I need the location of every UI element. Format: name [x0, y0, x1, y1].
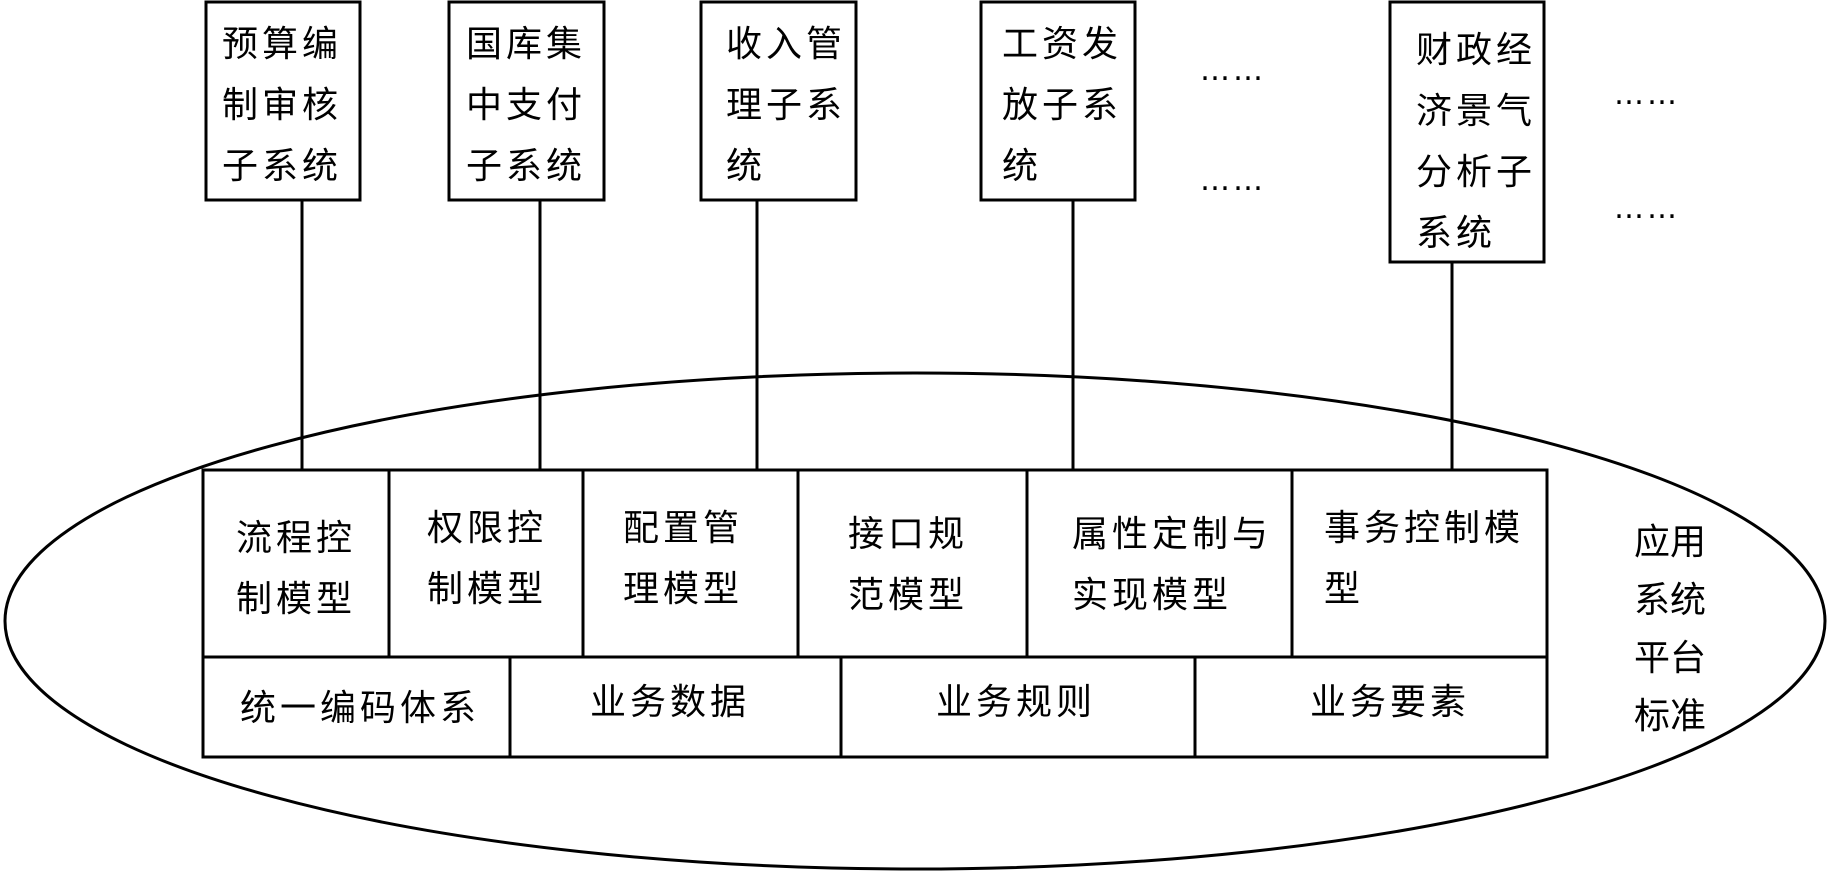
model-label-permission: 权限控 制模型 [427, 508, 548, 610]
ellipsis-mark: …… [1614, 191, 1680, 226]
platform-ellipse [3, 371, 1827, 871]
subsystem-box-revenue [699, 0, 858, 202]
model-label-configuration: 配置管 理模型 [623, 508, 744, 610]
foundation-label-rules: 业务规则 [936, 682, 1097, 723]
subsystem-box-economy [1388, 0, 1546, 264]
model-label-workflow: 流程控 制模型 [236, 518, 357, 620]
model-label-interface: 接口规 范模型 [848, 514, 969, 616]
foundation-label-data: 业务数据 [590, 682, 751, 723]
subsystem-label-salary: 工资发 放子系 统 [1002, 24, 1123, 187]
foundation-row-frame [201, 655, 1549, 759]
subsystem-box-treasury [447, 0, 606, 202]
ellipsis-mark: …… [1200, 53, 1266, 88]
platform-standard-label: 应用 系统 平台 标准 [1634, 522, 1707, 737]
subsystem-label-revenue: 收入管 理子系 统 [726, 24, 847, 187]
model-row-frame [201, 468, 1549, 659]
foundation-label-elements: 业务要素 [1310, 682, 1471, 723]
subsystem-label-budget: 预算编 制审核 子系统 [222, 24, 343, 187]
subsystem-box-budget [204, 0, 362, 202]
foundation-label-coding: 统一编码体系 [240, 688, 481, 729]
model-label-transaction: 事务控制模 型 [1324, 508, 1525, 610]
model-label-attribute: 属性定制与 实现模型 [1072, 514, 1273, 616]
ellipsis-mark: …… [1614, 77, 1680, 112]
subsystem-label-economy: 财政经 济景气 分析子 系统 [1416, 30, 1537, 254]
subsystem-label-treasury: 国库集 中支付 子系统 [466, 24, 587, 187]
ellipsis-mark: …… [1200, 163, 1266, 198]
subsystem-box-salary [979, 0, 1137, 202]
